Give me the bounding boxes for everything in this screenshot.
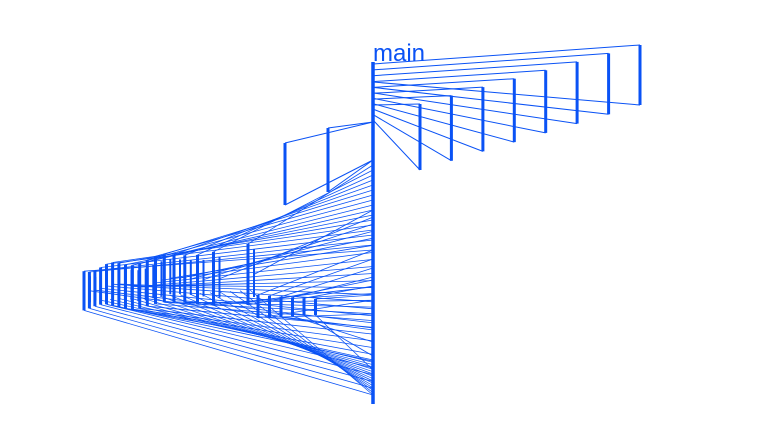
edge: [100, 304, 374, 376]
edge: [138, 273, 374, 288]
edge: [164, 189, 374, 255]
edge: [372, 44, 641, 65]
edge: [173, 184, 374, 255]
edge: [372, 103, 421, 106]
edge: [269, 313, 374, 318]
edge: [372, 108, 484, 152]
edge: [125, 308, 374, 348]
edge: [372, 69, 546, 83]
edge: [149, 296, 374, 373]
edge: [372, 61, 578, 77]
edge: [372, 81, 641, 106]
graph-nodes: [82, 45, 642, 404]
edge: [219, 216, 374, 280]
edge: [372, 52, 609, 71]
edge: [94, 239, 374, 272]
edge: [257, 249, 374, 296]
edge: [372, 92, 578, 125]
edge: [159, 295, 374, 375]
edge: [372, 119, 421, 171]
edge: [118, 219, 374, 264]
edge: [372, 97, 546, 134]
edge: [372, 86, 483, 94]
edge: [209, 292, 374, 387]
edge: [189, 293, 374, 382]
edge: [303, 315, 374, 357]
edge: [327, 121, 374, 129]
edge: [129, 297, 374, 368]
edge: [109, 298, 374, 363]
edge: [372, 86, 609, 115]
graph-edges: [83, 44, 641, 396]
edge: [119, 298, 374, 366]
edge: [292, 315, 374, 343]
edge: [184, 299, 374, 304]
edge: [199, 292, 374, 384]
edge: [315, 314, 374, 371]
edge: [372, 103, 515, 143]
edge: [190, 230, 374, 280]
edge: [112, 224, 374, 263]
edge: [147, 199, 374, 261]
edge: [280, 316, 374, 329]
edge: [106, 229, 374, 265]
edge: [94, 305, 374, 382]
edge: [292, 276, 374, 298]
edge: [315, 294, 374, 300]
edge: [155, 194, 374, 257]
edge: [372, 78, 515, 88]
edge: [219, 291, 374, 389]
edge: [280, 267, 374, 297]
edge: [106, 285, 374, 310]
edge: [169, 294, 374, 377]
edge: [327, 159, 374, 193]
edge: [372, 114, 452, 162]
edge: [139, 296, 374, 370]
edge: [89, 290, 374, 331]
edge: [372, 95, 452, 100]
edge: [239, 290, 374, 393]
edge: [303, 285, 374, 299]
edge: [179, 294, 374, 380]
edge: [229, 291, 374, 391]
edge: [269, 258, 374, 297]
root-node-label: main: [373, 40, 425, 67]
edge: [99, 299, 374, 361]
edge: [89, 308, 374, 389]
edge: [83, 310, 374, 396]
edge: [155, 303, 374, 321]
